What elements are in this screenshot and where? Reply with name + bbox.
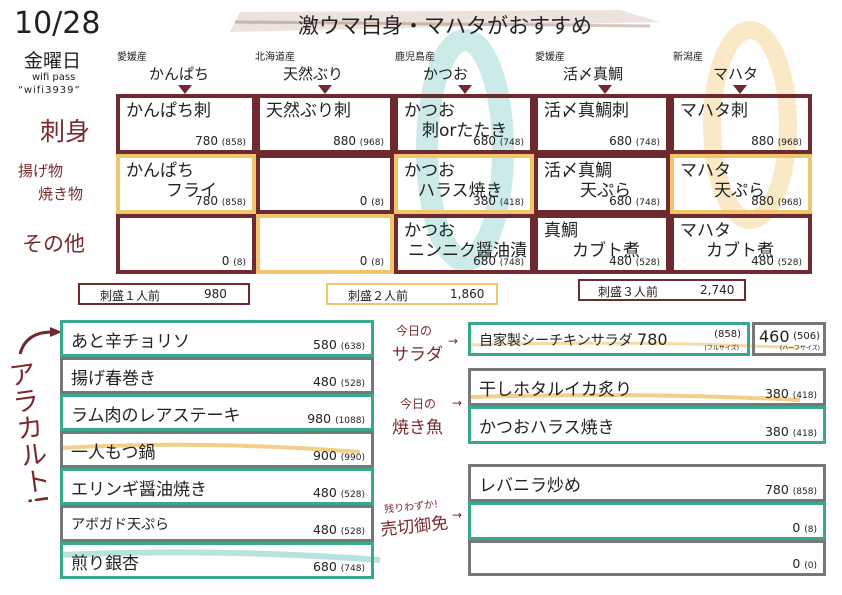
- alacarte-item[interactable]: 一人もつ鍋 900 (990): [60, 431, 374, 468]
- cell-name: 活〆真鯛刺: [544, 101, 629, 121]
- column-fish: 天然ぶり: [283, 65, 344, 83]
- menu-cell[interactable]: かんぱちフライ 780 (858): [116, 154, 256, 214]
- salad-label-top: 今日の: [396, 324, 433, 338]
- menu-cell[interactable]: かんぱち刺 780 (858): [116, 94, 256, 154]
- cell-name: かんぱちフライ: [126, 161, 217, 201]
- cell-price: 780 (858): [195, 134, 246, 148]
- platter-2-person[interactable]: 刺盛２人前 1,860: [326, 283, 498, 305]
- cell-price: 0 (8): [221, 254, 246, 268]
- sold-out-item[interactable]: 0 (8): [468, 502, 826, 540]
- cell-price: 880 (968): [751, 134, 802, 148]
- alacarte-item[interactable]: エリンギ醤油焼き 480 (528): [60, 468, 374, 505]
- cell-price: 380 (418): [473, 194, 524, 208]
- column-fish: マハタ: [713, 65, 759, 83]
- column-origin: 愛媛産: [117, 52, 147, 63]
- cell-price: 0 (8): [359, 194, 384, 208]
- cell-name: かつおニンニク醤油漬: [404, 221, 527, 261]
- column-origin: 北海道産: [255, 52, 295, 63]
- wifi-password: “wifi3939”: [18, 85, 81, 96]
- menu-cell[interactable]: 活〆真鯛天ぷら 680 (748): [534, 154, 670, 214]
- grilled-label-top: 今日の: [400, 397, 437, 411]
- cell-name: マハタカブト煮: [680, 221, 774, 261]
- cell-price: 780 (858): [195, 194, 246, 208]
- arrow-down-icon: [598, 85, 612, 94]
- cell-price: 680 (748): [473, 134, 524, 148]
- grilled-fish-item[interactable]: かつおハラス焼き 380 (418): [468, 406, 826, 444]
- menu-cell[interactable]: 0 (8): [256, 154, 394, 214]
- arrow-right-icon: →: [448, 334, 459, 348]
- alacarte-item[interactable]: ラム肉のレアステーキ 980 (1088): [60, 394, 374, 431]
- cell-name: かつおハラス焼き: [404, 161, 503, 201]
- cell-name: かつお刺orたたき: [404, 101, 508, 141]
- row-label-grilled: 焼き物: [38, 185, 84, 203]
- column-fish: 活〆真鯛: [563, 65, 624, 83]
- cell-name: 天然ぶり刺: [266, 101, 351, 121]
- cell-price: 480 (528): [609, 254, 660, 268]
- menu-cell[interactable]: マハタ刺 880 (968): [670, 94, 812, 154]
- cell-name: かんぱち刺: [126, 101, 211, 121]
- column-header-katsuo: 鹿児島産 かつお: [395, 48, 535, 84]
- menu-cell[interactable]: 0 (8): [116, 214, 256, 274]
- menu-cell[interactable]: 0 (8): [256, 214, 394, 274]
- cell-price: 680 (748): [609, 194, 660, 208]
- weekday: 金曜日: [24, 50, 82, 72]
- cell-name: 真鯛カブト煮: [544, 221, 640, 261]
- menu-cell[interactable]: かつお刺orたたき 680 (748): [394, 94, 534, 154]
- alacarte-item[interactable]: あと辛チョリソ 580 (638): [60, 320, 374, 357]
- salad-half-item[interactable]: 460 (506) (ハーフサイズ): [752, 322, 826, 356]
- column-fish: かんぱち: [149, 65, 210, 83]
- wifi-label: wifi pass: [32, 72, 76, 83]
- alacarte-item[interactable]: 煎り銀杏 680 (748): [60, 542, 374, 579]
- arrow-down-icon: [458, 85, 472, 94]
- date: 10/28: [14, 6, 101, 41]
- column-origin: 鹿児島産: [395, 52, 435, 63]
- cell-name: マハタ天ぷら: [680, 161, 765, 201]
- grilled-fish-item[interactable]: 干しホタルイカ炙り 380 (418): [468, 368, 826, 406]
- cell-price: 480 (528): [751, 254, 802, 268]
- column-origin: 新潟産: [673, 52, 703, 63]
- cell-price: 680 (748): [473, 254, 524, 268]
- row-label-fried: 揚げ物: [18, 162, 64, 180]
- cell-price: 0 (8): [359, 254, 384, 268]
- arrow-right-icon: →: [452, 396, 463, 410]
- menu-cell[interactable]: マハタ天ぷら 880 (968): [670, 154, 812, 214]
- column-header-kanpachi: 愛媛産 かんぱち: [117, 48, 257, 84]
- menu-cell[interactable]: 天然ぶり刺 880 (968): [256, 94, 394, 154]
- arrow-right-icon: →: [452, 508, 463, 522]
- sold-out-item[interactable]: レバニラ炒め 780 (858): [468, 464, 826, 502]
- arrow-down-icon: [178, 85, 192, 94]
- salad-label: サラダ: [392, 345, 443, 365]
- headline: 激ウマ白身・マハタがおすすめ: [298, 14, 592, 38]
- cell-price: 680 (748): [609, 134, 660, 148]
- arrow-down-icon: [733, 85, 747, 94]
- column-fish: かつお: [423, 65, 469, 83]
- menu-cell[interactable]: かつおハラス焼き 380 (418): [394, 154, 534, 214]
- cell-price: 880 (968): [333, 134, 384, 148]
- menu-cell[interactable]: マハタカブト煮 480 (528): [670, 214, 812, 274]
- menu-cell[interactable]: 真鯛カブト煮 480 (528): [534, 214, 670, 274]
- alacarte-item[interactable]: アボガド天ぷら 480 (528): [60, 505, 374, 542]
- salad-item[interactable]: 自家製シーチキンサラダ 780 (858) (フルサイズ): [468, 322, 750, 356]
- row-label-sashimi: 刺身: [40, 117, 91, 146]
- platter-3-person[interactable]: 刺盛３人前 2,740: [578, 279, 746, 301]
- grilled-label: 焼き魚: [392, 418, 443, 438]
- column-header-buri: 北海道産 天然ぶり: [255, 48, 395, 84]
- cell-price: 880 (968): [751, 194, 802, 208]
- cell-name: マハタ刺: [680, 101, 748, 121]
- arrow-down-icon: [318, 85, 332, 94]
- alacarte-item[interactable]: 揚げ春巻き 480 (528): [60, 357, 374, 394]
- sold-out-item[interactable]: 0 (0): [468, 540, 826, 576]
- cell-name: 活〆真鯛天ぷら: [544, 161, 631, 201]
- menu-cell[interactable]: 活〆真鯛刺 680 (748): [534, 94, 670, 154]
- row-label-other: その他: [22, 232, 85, 256]
- menu-cell[interactable]: かつおニンニク醤油漬 680 (748): [394, 214, 534, 274]
- platter-1-person[interactable]: 刺盛１人前 980: [78, 283, 250, 305]
- column-header-madai: 愛媛産 活〆真鯛: [535, 48, 675, 84]
- curved-arrow-icon: [18, 327, 62, 355]
- column-header-mahata: 新潟産 マハタ: [673, 48, 813, 84]
- column-origin: 愛媛産: [535, 52, 565, 63]
